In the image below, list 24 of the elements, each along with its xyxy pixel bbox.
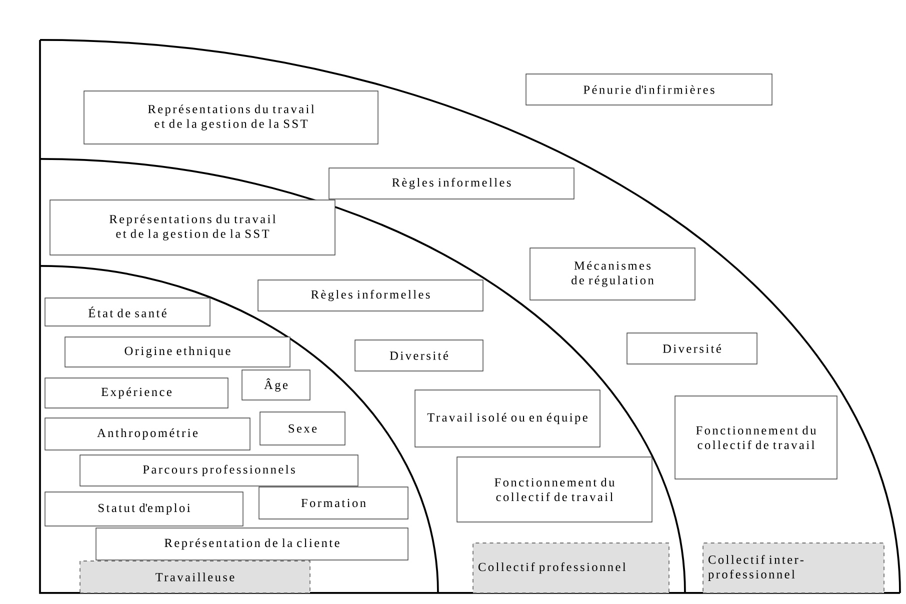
factor-box: Représentation de la cliente — [96, 528, 408, 560]
factor-box: Diversité — [626, 332, 758, 364]
factor-box: Âge — [242, 370, 310, 400]
factor-box: Représentations du travail et de la gestion de la SST — [50, 200, 336, 256]
factor-box: Parcours professionnels — [80, 454, 358, 486]
factor-box: Fonctionnement du collectif de travail — [456, 456, 652, 522]
factor-box: Représentations du travail et de la gestion de la SST — [84, 90, 378, 144]
factor-box: Expérience — [44, 378, 228, 408]
zone-label-box: Collectif professionnel — [472, 542, 670, 594]
factor-box: Travail isolé ou en équipe — [414, 390, 600, 448]
factor-box: Formation — [258, 486, 408, 520]
factor-box: Pénurie d'infirmières — [526, 74, 772, 106]
factor-box: Règles informelles — [328, 168, 574, 200]
zone-label-box: Collectif inter-professionnel — [702, 542, 884, 594]
factor-box: Fonctionnement du collectif de travail — [674, 396, 838, 480]
factor-box: État de santé — [44, 298, 210, 326]
factor-box: Mécanismes de régulation — [530, 248, 696, 300]
factor-box: Règles informelles — [258, 280, 484, 312]
factor-box: Anthropométrie — [44, 418, 250, 450]
factor-box: Diversité — [354, 340, 484, 372]
factor-box: Sexe — [260, 412, 346, 446]
factor-box: Origine ethnique — [64, 336, 290, 368]
zone-label-box: Travailleuse — [80, 560, 310, 594]
factor-box: Statut d'emploi — [44, 492, 244, 526]
